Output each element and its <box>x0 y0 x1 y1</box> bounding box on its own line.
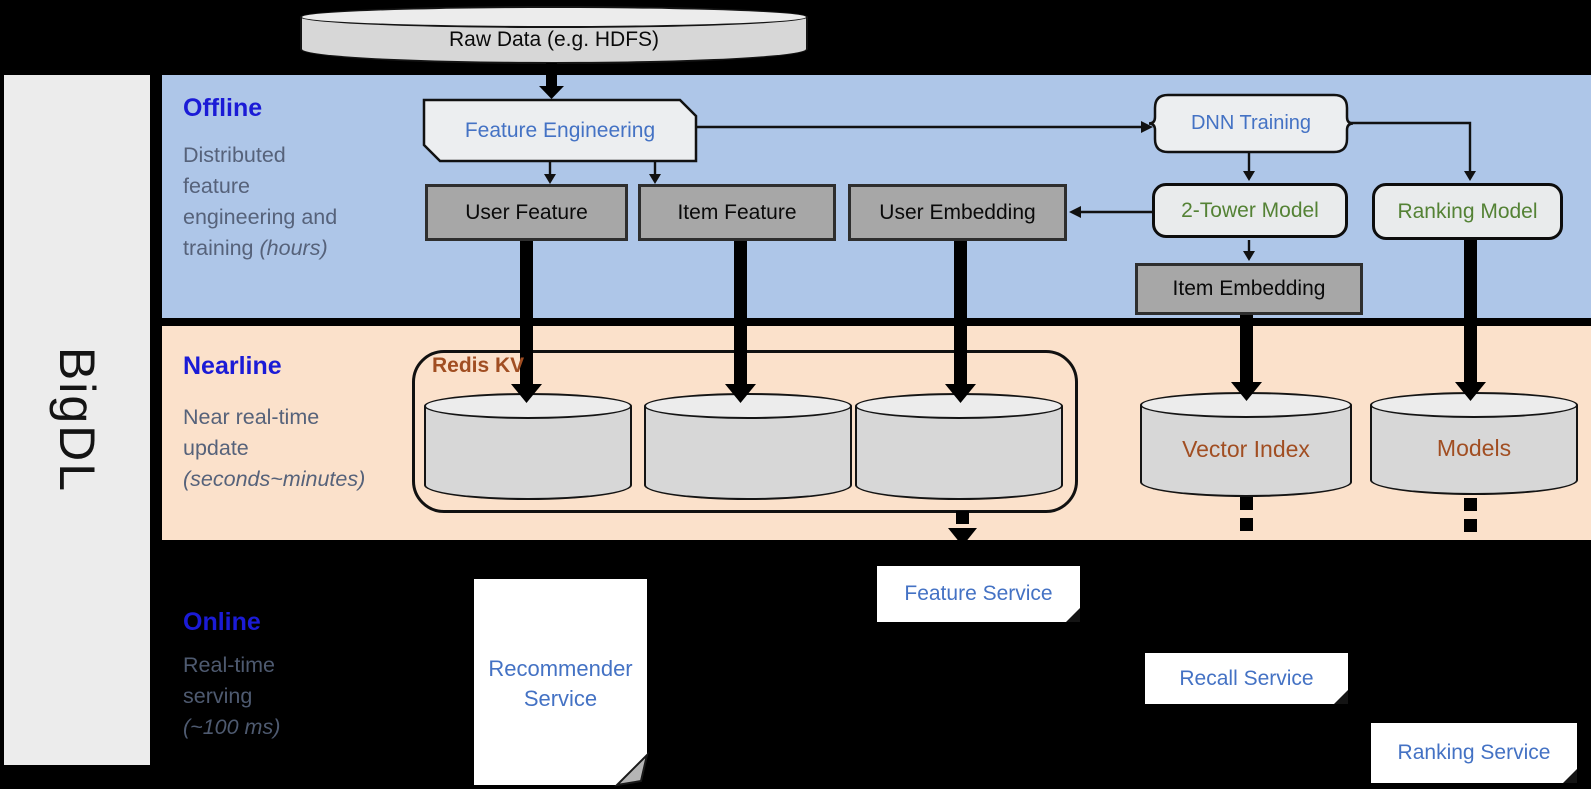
recommender-service-label: Recommender Service <box>488 656 633 711</box>
offline-desc-tail: training <box>183 236 260 260</box>
feature-service-node: Feature Service <box>877 566 1080 622</box>
recall-service-node: Recall Service <box>1145 653 1348 704</box>
arrowhead <box>649 174 661 184</box>
item-feature-node: Item Feature <box>638 184 836 241</box>
document-fold-corner <box>614 751 649 787</box>
fat-arrow-ranking-model-stem <box>1464 240 1477 383</box>
online-desc-line2: serving <box>183 684 253 708</box>
offline-lane-description: Distributed feature engineering and trai… <box>183 140 337 264</box>
two-tower-model-node: 2-Tower Model <box>1152 183 1348 238</box>
models-cylinder: Models <box>1370 392 1578 495</box>
arrowhead <box>1069 206 1081 218</box>
item-embedding-node: Item Embedding <box>1135 263 1363 315</box>
nearline-desc-latency: (seconds~minutes) <box>183 467 366 491</box>
raw-data-label: Raw Data (e.g. HDFS) <box>448 28 660 51</box>
fat-arrow-rawdata-stem <box>546 63 557 87</box>
dashed-stem-vector-index-2 <box>1240 518 1253 531</box>
arrowhead <box>1141 121 1153 133</box>
offline-desc-line4: training (hours) <box>183 233 337 264</box>
dnn-training-shape <box>1148 93 1354 154</box>
edge-dnn-to-ranking-model <box>1347 121 1472 172</box>
thin-connectors <box>548 121 1472 252</box>
user-feature-node: User Feature <box>425 184 628 241</box>
thin-arrowheads <box>544 121 1476 261</box>
arrowhead <box>1243 251 1255 261</box>
fat-arrow-ranking-model-head <box>1455 382 1486 401</box>
feature-engineering-shape <box>422 98 698 163</box>
dashed-stem-models-1 <box>1464 498 1477 511</box>
online-desc-latency: (~100 ms) <box>183 715 281 739</box>
fat-arrow-user-embedding-stem <box>954 241 967 385</box>
dashed-stem-vector-index-1 <box>1240 497 1253 510</box>
ranking-model-node: Ranking Model <box>1372 183 1563 240</box>
nearline-desc-line1: Near real-time <box>183 405 320 429</box>
nearline-lane-description: Near real-time update (seconds~minutes) <box>183 402 365 495</box>
offline-desc-line1: Distributed <box>183 143 286 167</box>
fat-arrows <box>511 63 1486 546</box>
offline-desc-line2: feature <box>183 174 250 198</box>
fat-arrow-user-feature-stem <box>520 241 533 385</box>
dnn-training-node: DNN Training <box>1190 112 1312 134</box>
feature-engineering-node: Feature Engineering <box>464 118 656 142</box>
bigdl-sidebar: BigDL <box>4 75 150 765</box>
models-label: Models <box>1436 435 1512 461</box>
arrowhead <box>544 174 556 184</box>
recommender-service-document <box>474 579 647 785</box>
dashed-stem-models-2 <box>1464 519 1477 532</box>
nearline-desc-line2: update <box>183 436 249 460</box>
fat-arrow-rawdata-head <box>539 86 564 99</box>
dashed-arrow-feature-service-dash <box>956 511 969 524</box>
vector-index-label: Vector Index <box>1182 436 1310 462</box>
fat-arrow-item-embedding-head <box>1231 382 1262 401</box>
online-lane-description: Real-time serving (~100 ms) <box>183 650 280 743</box>
fat-arrow-user-embedding-head <box>945 384 976 403</box>
vector-index-cylinder: Vector Index <box>1140 392 1352 497</box>
arrowhead <box>1243 171 1255 181</box>
redis-kv-label: Redis KV <box>432 354 525 377</box>
nearline-lane-title: Nearline <box>183 352 282 380</box>
user-embedding-node: User Embedding <box>848 184 1067 241</box>
arrowhead <box>1464 171 1476 181</box>
fat-arrow-user-feature-head <box>511 384 542 403</box>
dashed-arrow-feature-service-head <box>948 528 977 546</box>
fat-arrow-item-feature-head <box>725 384 756 403</box>
offline-desc-line3: engineering and <box>183 205 338 229</box>
fat-arrow-item-embedding-stem <box>1240 315 1253 383</box>
online-lane-title: Online <box>183 608 261 636</box>
offline-desc-hours: (hours) <box>259 236 328 260</box>
ranking-service-node: Ranking Service <box>1371 723 1577 783</box>
offline-lane-title: Offline <box>183 94 263 122</box>
fat-arrow-item-feature-stem <box>734 241 747 385</box>
kv-store-cylinder-2 <box>644 393 852 500</box>
online-desc-line1: Real-time <box>183 653 275 677</box>
